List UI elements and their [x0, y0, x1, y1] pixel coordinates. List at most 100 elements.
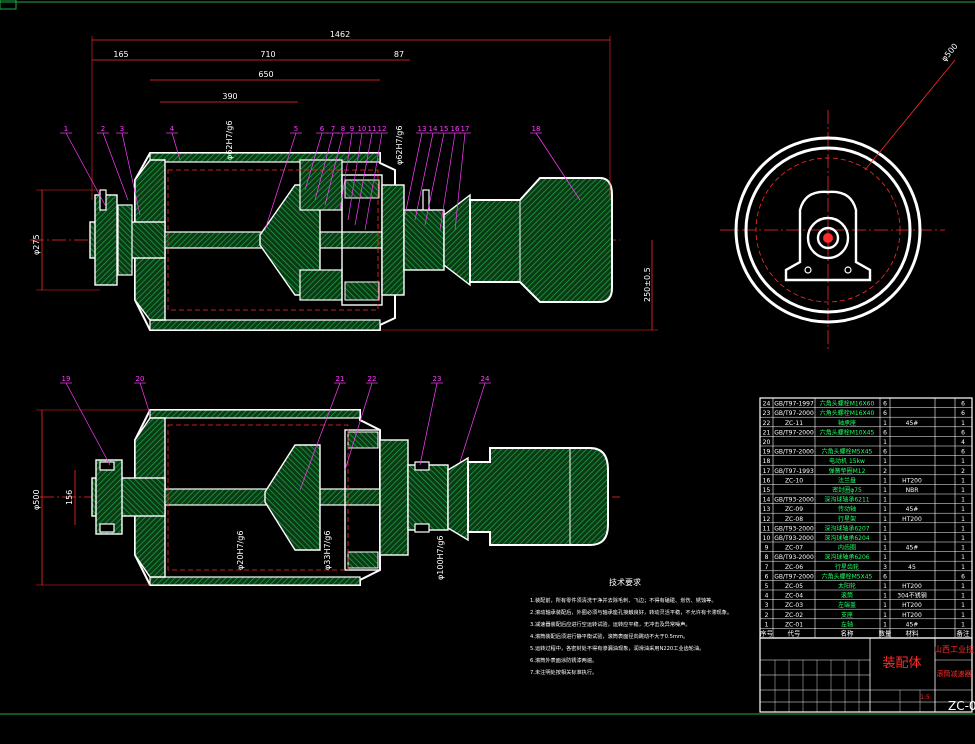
bom-cell-name: 太阳轮: [838, 582, 856, 590]
bom-cell-code: GB/T93-2000: [774, 554, 814, 561]
balloon-4: 4: [166, 125, 181, 161]
balloon-label: 5: [294, 125, 298, 133]
bom-cell-qty: 2: [883, 468, 887, 475]
bom-cell-no: 17: [763, 468, 771, 475]
bom-cell-extra: 1: [961, 621, 965, 628]
balloon-17: 17: [454, 125, 471, 231]
top-dimensions: 1462 165 710 87 650 390 φ62H7/g6 φ62H7/g…: [32, 30, 658, 331]
balloon-24: 24: [459, 375, 491, 463]
dim-side-phi500: φ500: [940, 42, 960, 64]
bom-cell-mat: 45#: [906, 545, 919, 552]
fit-100h7: φ100H7/g6: [436, 535, 445, 580]
bom-cell-name: 六角头螺栓M16X40: [820, 409, 875, 417]
subtitle-text: 滚筒减速器: [937, 669, 972, 678]
bom-cell-extra: 1: [961, 564, 965, 571]
bom-cell-qty: 6: [883, 401, 887, 408]
bom-cell-qty: 6: [883, 573, 887, 580]
bom-cell-code: ZC-03: [785, 602, 803, 609]
bom-cell-code: ZC-08: [785, 516, 803, 523]
bom-cell-extra: 6: [961, 573, 965, 580]
bom-cell-extra: 1: [961, 497, 965, 504]
bom-cell-no: 16: [763, 477, 771, 484]
bom-cell-name: 密封圈φ75: [832, 486, 862, 494]
bom-cell-extra: 1: [961, 554, 965, 561]
bom-cell-code: GB/T97-2000: [774, 573, 814, 580]
bom-cell-qty: 1: [883, 554, 887, 561]
bom-cell-code: GB/T97-2000: [774, 410, 814, 417]
bom-cell-no: 14: [763, 497, 771, 504]
bom-cell-qty: 1: [883, 516, 887, 523]
bom-cell-no: 18: [763, 458, 771, 465]
bom-cell-mat: HT200: [902, 612, 922, 619]
bom-cell-qty: 1: [883, 506, 887, 513]
balloon-label: 18: [532, 125, 541, 133]
balloon-label: 20: [136, 375, 145, 383]
dim-165: 165: [113, 50, 128, 59]
fit-62h7-right: φ62H7/g6: [395, 126, 404, 165]
bom-cell-no: 21: [763, 429, 771, 436]
bom-header-name: 名称: [841, 628, 855, 637]
bom-cell-name: 六角头螺栓M16X60: [820, 400, 875, 408]
bom-cell-code: ZC-09: [785, 506, 803, 513]
dim-bottom-phi500: φ500: [32, 489, 41, 510]
bom-cell-qty: 1: [883, 612, 887, 619]
bom-cell-code: ZC-11: [785, 420, 803, 427]
bom-cell-name: 滚筒: [841, 592, 853, 600]
balloon-18: 18: [530, 125, 581, 201]
dim-250: 250±0.5: [643, 267, 652, 302]
bom-cell-code: GB/T97-1997: [774, 401, 814, 408]
bom-header-mat: 材料: [906, 628, 920, 637]
title-block: 装配体 山西工业技 滚筒减速器 ZC-0 1:5: [759, 637, 975, 713]
bom-cell-code: ZC-05: [785, 583, 803, 590]
note-line: 4.滚筒装配后须进行静平衡试验，滚筒表面径向跳动不大于0.5mm。: [530, 632, 688, 640]
fit-20h7: φ20H7/g6: [236, 531, 245, 570]
bom-cell-extra: 1: [961, 420, 965, 427]
bom-cell-mat: HT200: [902, 477, 922, 484]
balloon-6: 6: [304, 125, 328, 191]
note-line: 6.滚筒外表面涂防锈漆两遍。: [530, 656, 597, 664]
balloon-label: 23: [433, 375, 442, 383]
bom-cell-name: 六角头螺栓M10X45: [820, 428, 875, 436]
bom-cell-code: ZC-01: [785, 621, 803, 628]
balloon-label: 12: [378, 125, 387, 133]
balloon-label: 8: [341, 125, 345, 133]
drawing-frame: [0, 0, 975, 715]
balloon-label: 22: [368, 375, 377, 383]
bom-header-code: 代号: [788, 628, 802, 637]
bom-cell-name: 支座: [841, 611, 853, 619]
bom-cell-mat: 45: [908, 564, 916, 571]
bom-cell-qty: 1: [883, 439, 887, 446]
bom-cell-code: GB/T97-2000: [774, 449, 814, 456]
bom-cell-no: 22: [763, 420, 771, 427]
bom-cell-name: 六角头螺栓M5X45: [822, 448, 873, 456]
note-line: 1.装配前，所有零件须清洗干净并去除毛刺、飞边；不得有磕碰、划伤、锈蚀等。: [530, 596, 717, 604]
bom-cell-name: 左轴: [841, 620, 853, 628]
balloon-label: 10: [358, 125, 367, 133]
bom-cell-extra: 1: [961, 487, 965, 494]
bom-header-no: 序号: [760, 628, 774, 637]
bom-cell-name: 内齿圈: [838, 544, 856, 552]
balloon-label: 14: [429, 125, 438, 133]
balloon-5: 5: [264, 125, 302, 231]
bom-cell-no: 9: [765, 545, 769, 552]
balloon-label: 2: [101, 125, 105, 133]
balloon-label: 24: [481, 375, 490, 383]
school-text: 山西工业技: [934, 644, 974, 654]
bom-cell-no: 2: [765, 612, 769, 619]
technical-notes: 技术要求 1.装配前，所有零件须清洗干净并去除毛刺、飞边；不得有磕碰、划伤、锈蚀…: [530, 577, 732, 676]
bom-cell-mat: 45#: [906, 420, 919, 427]
bom-cell-extra: 6: [961, 410, 965, 417]
bom-cell-mat: 45#: [906, 621, 919, 628]
bom-cell-extra: 1: [961, 612, 965, 619]
balloon-14: 14: [414, 125, 439, 221]
